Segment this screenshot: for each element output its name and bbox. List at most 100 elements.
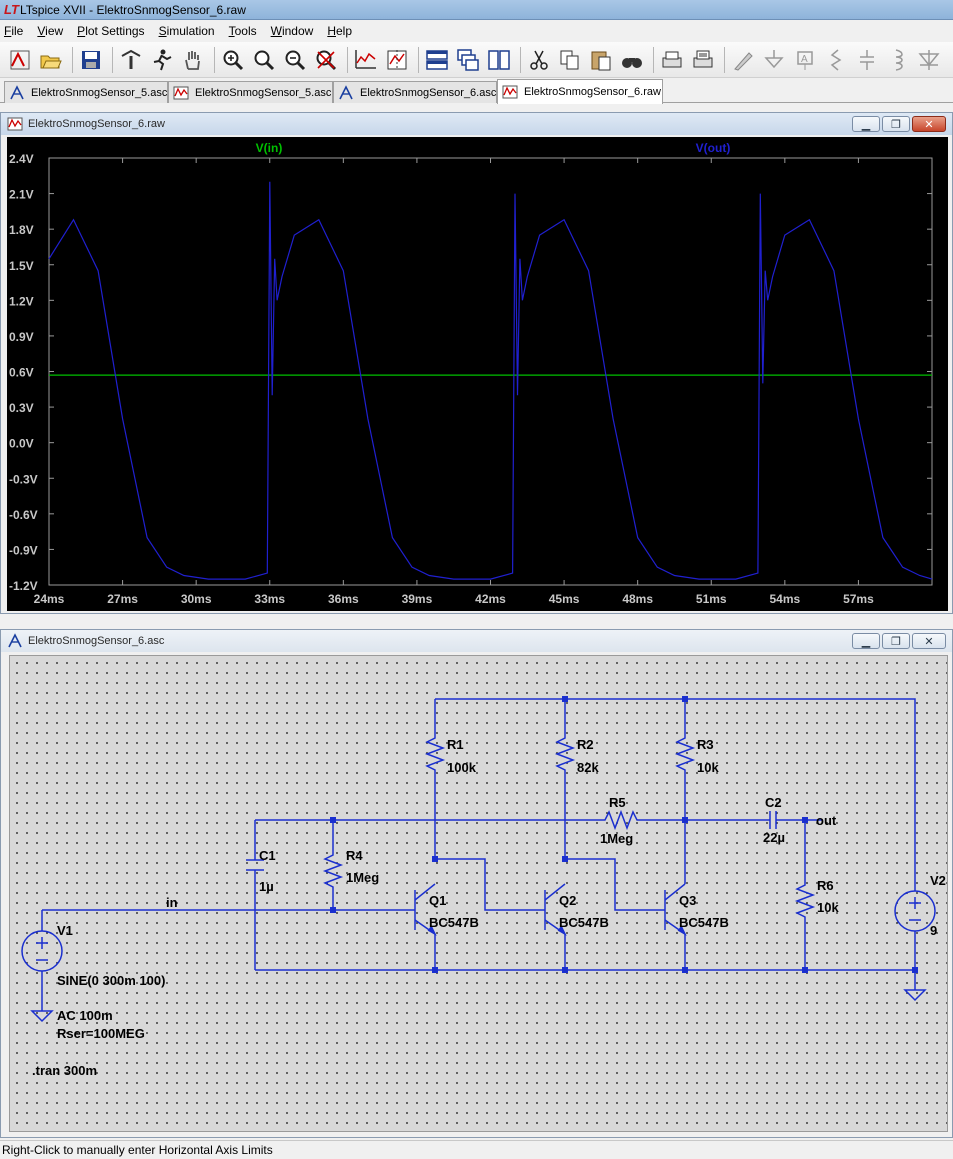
find-icon <box>622 57 642 68</box>
resistor-r3-symbol <box>674 733 696 773</box>
menu-tools[interactable]: Tools <box>229 24 257 38</box>
junction-dots <box>330 696 918 973</box>
transistor-q2-symbol <box>544 883 567 936</box>
paste-icon <box>591 51 611 70</box>
transistor-q1-symbol <box>414 883 437 936</box>
ground-v2-icon <box>903 989 927 1002</box>
run-button[interactable] <box>148 46 176 74</box>
waveform-window-titlebar[interactable]: ElektroSnmogSensor_6.raw ▁ ❐ ✕ <box>1 113 952 135</box>
label-r6-value: 10k <box>817 900 839 915</box>
paste-button[interactable] <box>587 46 615 74</box>
tile-vertical-icon <box>488 49 510 70</box>
tile-vertical-button[interactable] <box>485 46 513 74</box>
plot-frame <box>48 157 933 586</box>
schematic-minimize-button[interactable]: ▁ <box>852 633 880 649</box>
resistors <box>322 733 816 920</box>
window-title: LTspice XVII - ElektroSnmogSensor_6.raw <box>20 3 246 17</box>
x-tick-label: 39ms <box>402 592 433 606</box>
cut-button[interactable] <box>525 46 553 74</box>
x-tick-label: 42ms <box>475 592 506 606</box>
schematic-canvas[interactable]: R1 100k R2 82k R3 10k R4 1Meg R5 1Meg R6… <box>9 655 948 1132</box>
label-net-icon: A <box>797 50 813 70</box>
x-tick-label: 24ms <box>34 592 65 606</box>
tab-elektrosnmogsensor-5-asc-wave[interactable]: ElektroSnmogSensor_5.asc <box>168 81 333 103</box>
inductor-button[interactable] <box>884 46 912 74</box>
save-button[interactable] <box>77 46 105 74</box>
open-schematic-button[interactable] <box>6 46 34 74</box>
net-label-in: in <box>166 895 178 910</box>
menu-window[interactable]: Window <box>271 24 314 38</box>
voltage-source-v1-symbol <box>21 930 63 972</box>
schematic-drawing[interactable]: R1 100k R2 82k R3 10k R4 1Meg R5 1Meg R6… <box>10 656 949 1133</box>
tab-elektrosnmogsensor-6-asc[interactable]: ElektroSnmogSensor_6.asc <box>333 81 497 103</box>
capacitor-button[interactable] <box>853 46 881 74</box>
toolbar-separator <box>520 46 521 73</box>
menu-file[interactable]: File <box>4 24 23 38</box>
resistor-button[interactable] <box>822 46 850 74</box>
trace-label-v-out: V(out) <box>696 141 731 155</box>
ground-symbols <box>30 989 927 1023</box>
cursor-button[interactable] <box>383 46 411 74</box>
restore-button[interactable]: ❐ <box>882 116 910 132</box>
resistor-r5-symbol <box>600 809 640 831</box>
waveform-window-title: ElektroSnmogSensor_6.raw <box>28 118 165 130</box>
tab-label: ElektroSnmogSensor_6.asc <box>360 86 497 99</box>
x-tick-label: 27ms <box>107 592 138 606</box>
menu-simulation[interactable]: Simulation <box>159 24 215 38</box>
menu-accelerator: W <box>270 23 282 38</box>
title-bar: LT LTspice XVII - ElektroSnmogSensor_6.r… <box>0 0 953 20</box>
status-bar: Right-Click to manually enter Horizontal… <box>0 1140 953 1159</box>
label-q2-ref: Q2 <box>559 893 576 908</box>
tab-label: ElektroSnmogSensor_5.asc <box>195 86 332 99</box>
menu-help[interactable]: Help <box>327 24 352 38</box>
print-setup-icon <box>693 50 713 67</box>
menu-label-rest: indow <box>281 23 314 38</box>
print-button[interactable] <box>658 46 686 74</box>
inductor-icon <box>895 48 903 71</box>
autoscale-button[interactable] <box>352 46 380 74</box>
schematic-close-button[interactable]: ✕ <box>912 633 946 649</box>
menu-plot-settings[interactable]: Plot Settings <box>77 24 144 38</box>
ground-v1-icon <box>30 1010 54 1023</box>
label-net-button[interactable]: A <box>791 46 819 74</box>
close-button[interactable]: ✕ <box>912 116 946 132</box>
label-q2-value: BC547B <box>559 915 609 930</box>
open-file-button[interactable] <box>37 46 65 74</box>
minimize-button[interactable]: ▁ <box>852 116 880 132</box>
zoom-out-button[interactable] <box>281 46 309 74</box>
find-button[interactable] <box>618 46 646 74</box>
waveform-chart[interactable]: 2.4V2.1V1.8V1.5V1.2V0.9V0.6V0.3V0.0V-0.3… <box>7 137 948 611</box>
schematic-restore-button[interactable]: ❐ <box>882 633 910 649</box>
label-r2-value: 82k <box>577 760 599 775</box>
label-q1-value: BC547B <box>429 915 479 930</box>
zoom-area-button[interactable] <box>250 46 278 74</box>
label-c2-ref: C2 <box>765 795 782 810</box>
cascade-button[interactable] <box>454 46 482 74</box>
tab-elektrosnmogsensor-5-asc[interactable]: ElektroSnmogSensor_5.asc <box>4 81 168 103</box>
y-tick-label: 2.4V <box>9 152 34 166</box>
y-tick-label: 1.5V <box>9 259 34 273</box>
schematic-window[interactable]: ElektroSnmogSensor_6.asc ▁ ❐ ✕ <box>0 629 953 1138</box>
ground-button[interactable] <box>760 46 788 74</box>
control-panel-button[interactable] <box>117 46 145 74</box>
label-v2-ref: V2 <box>930 873 946 888</box>
tile-horizontal-button[interactable] <box>423 46 451 74</box>
menu-accelerator: T <box>228 23 235 38</box>
schematic-window-titlebar[interactable]: ElektroSnmogSensor_6.asc ▁ ❐ ✕ <box>1 630 952 652</box>
x-tick-label: 57ms <box>843 592 874 606</box>
zoom-cancel-button[interactable] <box>312 46 340 74</box>
menu-view[interactable]: View <box>37 24 63 38</box>
y-tick-label: 0.9V <box>9 330 34 344</box>
toolbar-separator <box>214 46 215 73</box>
copy-button[interactable] <box>556 46 584 74</box>
diode-button[interactable] <box>915 46 943 74</box>
draw-wire-button[interactable] <box>729 46 757 74</box>
y-tick-label: 0.0V <box>9 437 34 451</box>
cascade-icon <box>457 48 479 71</box>
tab-elektrosnmogsensor-6-raw[interactable]: ElektroSnmogSensor_6.raw <box>497 79 663 104</box>
print-setup-button[interactable] <box>689 46 717 74</box>
zoom-in-button[interactable] <box>219 46 247 74</box>
pan-hand-button[interactable] <box>179 46 207 74</box>
